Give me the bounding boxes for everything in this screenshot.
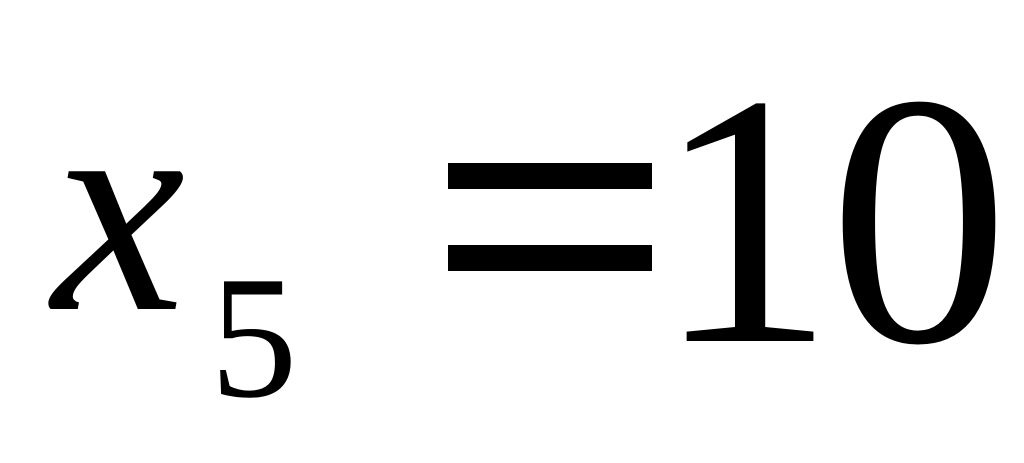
subscript-5: 5 [210, 240, 298, 434]
equals-bar-bottom [448, 245, 652, 271]
variable-x: x [52, 42, 186, 374]
equals-bar-top [448, 163, 652, 189]
value-10: 10 [655, 20, 1009, 419]
equals-sign [448, 163, 652, 271]
